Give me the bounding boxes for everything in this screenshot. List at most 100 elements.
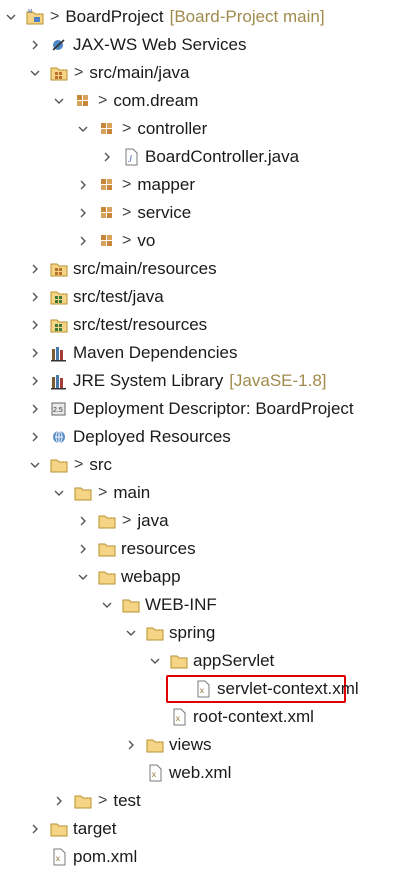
tree-item-label: src [89,455,113,474]
tree-row[interactable]: >main [0,479,417,507]
dirty-marker: > [74,456,84,473]
library-icon [50,372,68,390]
chevron-down-icon[interactable] [4,3,18,31]
tree-row[interactable]: src/main/resources [0,255,417,283]
chevron-right-icon[interactable] [28,31,42,59]
tree-item-label: JRE System Library [73,371,224,390]
twisty-spacer [148,703,162,731]
chevron-down-icon[interactable] [124,619,138,647]
tree-row[interactable]: webapp [0,563,417,591]
tree-row[interactable]: resources [0,535,417,563]
tree-row[interactable]: appServlet [0,647,417,675]
package-icon [98,176,116,194]
chevron-right-icon[interactable] [124,731,138,759]
chevron-right-icon[interactable] [76,171,90,199]
tree-row[interactable]: > src [0,451,417,479]
tree-row[interactable]: target [0,815,417,843]
chevron-right-icon[interactable] [76,507,90,535]
chevron-down-icon[interactable] [100,591,114,619]
folder-icon [146,624,164,642]
tree-row[interactable]: WEB-INF [0,591,417,619]
chevron-right-icon[interactable] [76,535,90,563]
chevron-right-icon[interactable] [28,367,42,395]
tree-row[interactable]: JAX-WS Web Services [0,31,417,59]
dirty-marker: > [122,176,132,193]
tree-row[interactable]: >com.dream [0,87,417,115]
svg-text:x: x [56,855,61,864]
chevron-down-icon[interactable] [52,479,66,507]
chevron-right-icon[interactable] [52,787,66,815]
tree-row[interactable]: >test [0,787,417,815]
tree-item-label: servlet-context.xml [217,679,359,698]
xml-file-icon: x [146,764,164,782]
tree-item-label: WEB-INF [145,595,217,614]
chevron-down-icon[interactable] [28,59,42,87]
chevron-right-icon[interactable] [76,227,90,255]
tree-item-decoration: [Board-Project main] [169,7,325,26]
package-icon [98,120,116,138]
web-services-icon [50,36,68,54]
tree-row[interactable]: Deployed Resources [0,423,417,451]
tree-item-label: main [113,483,151,502]
tree-row[interactable]: src/test/java [0,283,417,311]
tree-item-label: src/main/resources [73,259,217,278]
tree-row[interactable]: > controller [0,115,417,143]
tree-row[interactable]: M>BoardProject[Board-Project main] [0,3,417,31]
chevron-down-icon[interactable] [148,647,162,675]
chevron-right-icon[interactable] [28,283,42,311]
chevron-down-icon[interactable] [76,563,90,591]
tree-row[interactable]: spring [0,619,417,647]
tree-row[interactable]: >vo [0,227,417,255]
tree-row[interactable]: JRE System Library [JavaSE-1.8] [0,367,417,395]
svg-text:M: M [28,9,32,15]
chevron-right-icon[interactable] [28,423,42,451]
tree-item-label: BoardController.java [145,147,300,166]
folder-icon [50,456,68,474]
library-icon [50,344,68,362]
tree-item-label: controller [137,119,208,138]
svg-text:x: x [152,771,157,780]
tree-item-label: java [137,511,169,530]
java-file-icon: J [122,148,140,166]
tree-item-label: mapper [137,175,195,194]
chevron-down-icon[interactable] [28,451,42,479]
chevron-right-icon[interactable] [100,143,114,171]
folder-icon [74,792,92,810]
tree-row[interactable]: src/test/resources [0,311,417,339]
test-source-folder-icon [50,288,68,306]
dirty-marker: > [122,120,132,137]
chevron-right-icon[interactable] [28,339,42,367]
tree-row[interactable]: >service [0,199,417,227]
package-icon [74,92,92,110]
xml-file-icon: x [170,708,188,726]
tree-item-label: BoardProject [65,7,164,26]
tree-row[interactable]: J BoardController.java [0,143,417,171]
chevron-right-icon[interactable] [28,815,42,843]
source-folder-icon [50,260,68,278]
deployment-descriptor-icon: 2.5 [50,400,68,418]
tree-item-decoration: [JavaSE-1.8] [229,371,327,390]
tree-item-label: src/test/resources [73,315,208,334]
chevron-right-icon[interactable] [28,311,42,339]
project-explorer-tree: M > BoardProject [Board-Project main] JAX-WS… [0,3,417,871]
tree-row[interactable]: > mapper [0,171,417,199]
chevron-right-icon[interactable] [28,255,42,283]
deployed-resources-icon [50,428,68,446]
tree-row[interactable]: >java [0,507,417,535]
tree-row[interactable]: >src/main/java [0,59,417,87]
folder-icon [98,540,116,558]
folder-icon [170,652,188,670]
tree-row[interactable]: views [0,731,417,759]
chevron-right-icon[interactable] [76,199,90,227]
tree-row[interactable]: Maven Dependencies [0,339,417,367]
chevron-down-icon[interactable] [76,115,90,143]
chevron-down-icon[interactable] [52,87,66,115]
chevron-right-icon[interactable] [28,395,42,423]
package-icon [98,204,116,222]
tree-item-label: spring [169,623,216,642]
